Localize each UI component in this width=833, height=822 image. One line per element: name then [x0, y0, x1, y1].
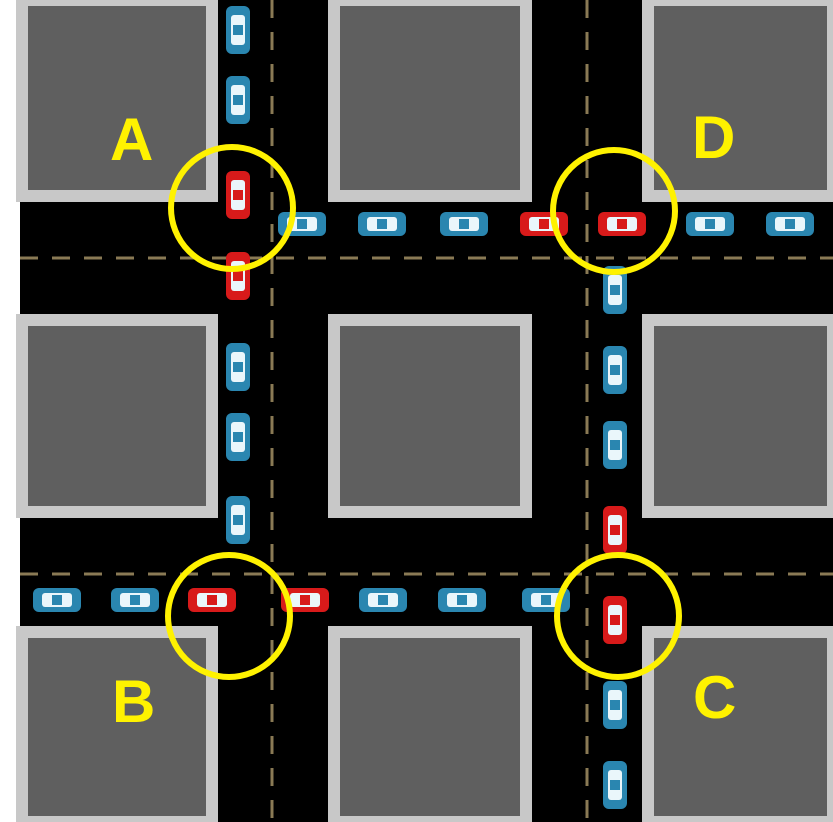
car-roof	[233, 515, 243, 525]
car-roof	[297, 219, 307, 229]
car-right-road-6	[603, 761, 627, 809]
car-right-road-3	[603, 506, 627, 554]
car-roof	[233, 271, 243, 281]
car-right-road-2	[603, 421, 627, 469]
intersection-label-d: D	[692, 104, 735, 171]
car-roof	[610, 440, 620, 450]
car-roof	[233, 362, 243, 372]
car-bottom-road-1	[111, 588, 159, 612]
car-roof	[233, 432, 243, 442]
car-roof	[610, 285, 620, 295]
city-block-r1-c2	[642, 314, 833, 518]
car-right-road-1	[603, 346, 627, 394]
car-roof	[705, 219, 715, 229]
car-left-road-3	[226, 252, 250, 300]
car-top-road-5	[686, 212, 734, 236]
car-right-road-0	[603, 266, 627, 314]
car-left-road-1	[226, 76, 250, 124]
car-left-road-4	[226, 343, 250, 391]
page-margin-left	[0, 0, 20, 822]
car-bottom-road-5	[438, 588, 486, 612]
car-top-road-3	[520, 212, 568, 236]
car-roof	[300, 595, 310, 605]
city-block-r0-c2	[642, 0, 833, 202]
car-bottom-road-4	[359, 588, 407, 612]
car-roof	[610, 780, 620, 790]
intersection-label-a: A	[110, 106, 153, 173]
city-block-r0-c0	[16, 0, 218, 202]
car-roof	[459, 219, 469, 229]
car-roof	[378, 595, 388, 605]
lane-markings	[20, 0, 833, 822]
city-block-r0-c1	[328, 0, 532, 202]
car-top-road-4	[598, 212, 646, 236]
city-blocks	[16, 0, 833, 822]
car-roof	[539, 219, 549, 229]
intersection-highlights	[165, 144, 682, 680]
car-right-road-4	[603, 596, 627, 644]
car-roof	[610, 365, 620, 375]
city-block-r2-c1	[328, 626, 532, 822]
car-bottom-road-2	[188, 588, 236, 612]
car-roof	[233, 190, 243, 200]
city-block-r1-c0	[16, 314, 218, 518]
city-block-r1-c1	[328, 314, 532, 518]
car-roof	[233, 95, 243, 105]
car-roof	[785, 219, 795, 229]
car-top-road-1	[358, 212, 406, 236]
cars	[33, 6, 814, 809]
car-left-road-6	[226, 496, 250, 544]
intersection-circle-a	[168, 144, 296, 272]
car-roof	[52, 595, 62, 605]
car-roof	[541, 595, 551, 605]
intersection-circle-b	[165, 552, 293, 680]
car-roof	[207, 595, 217, 605]
car-top-road-6	[766, 212, 814, 236]
car-left-road-5	[226, 413, 250, 461]
intersection-label-b: B	[112, 668, 155, 735]
car-top-road-2	[440, 212, 488, 236]
intersection-labels: A B C D	[110, 104, 736, 735]
intersection-label-c: C	[693, 664, 736, 731]
car-left-road-0	[226, 6, 250, 54]
city-block-r2-c2	[642, 626, 833, 822]
car-bottom-road-3	[281, 588, 329, 612]
car-roof	[610, 700, 620, 710]
car-roof	[610, 525, 620, 535]
car-roof	[377, 219, 387, 229]
intersection-circle-d	[550, 147, 678, 275]
car-left-road-2	[226, 171, 250, 219]
car-roof	[617, 219, 627, 229]
car-roof	[233, 25, 243, 35]
city-block-r2-c0	[16, 626, 218, 822]
intersection-circle-c	[554, 552, 682, 680]
car-roof	[610, 615, 620, 625]
car-roof	[130, 595, 140, 605]
car-bottom-road-0	[33, 588, 81, 612]
car-right-road-5	[603, 681, 627, 729]
car-roof	[457, 595, 467, 605]
